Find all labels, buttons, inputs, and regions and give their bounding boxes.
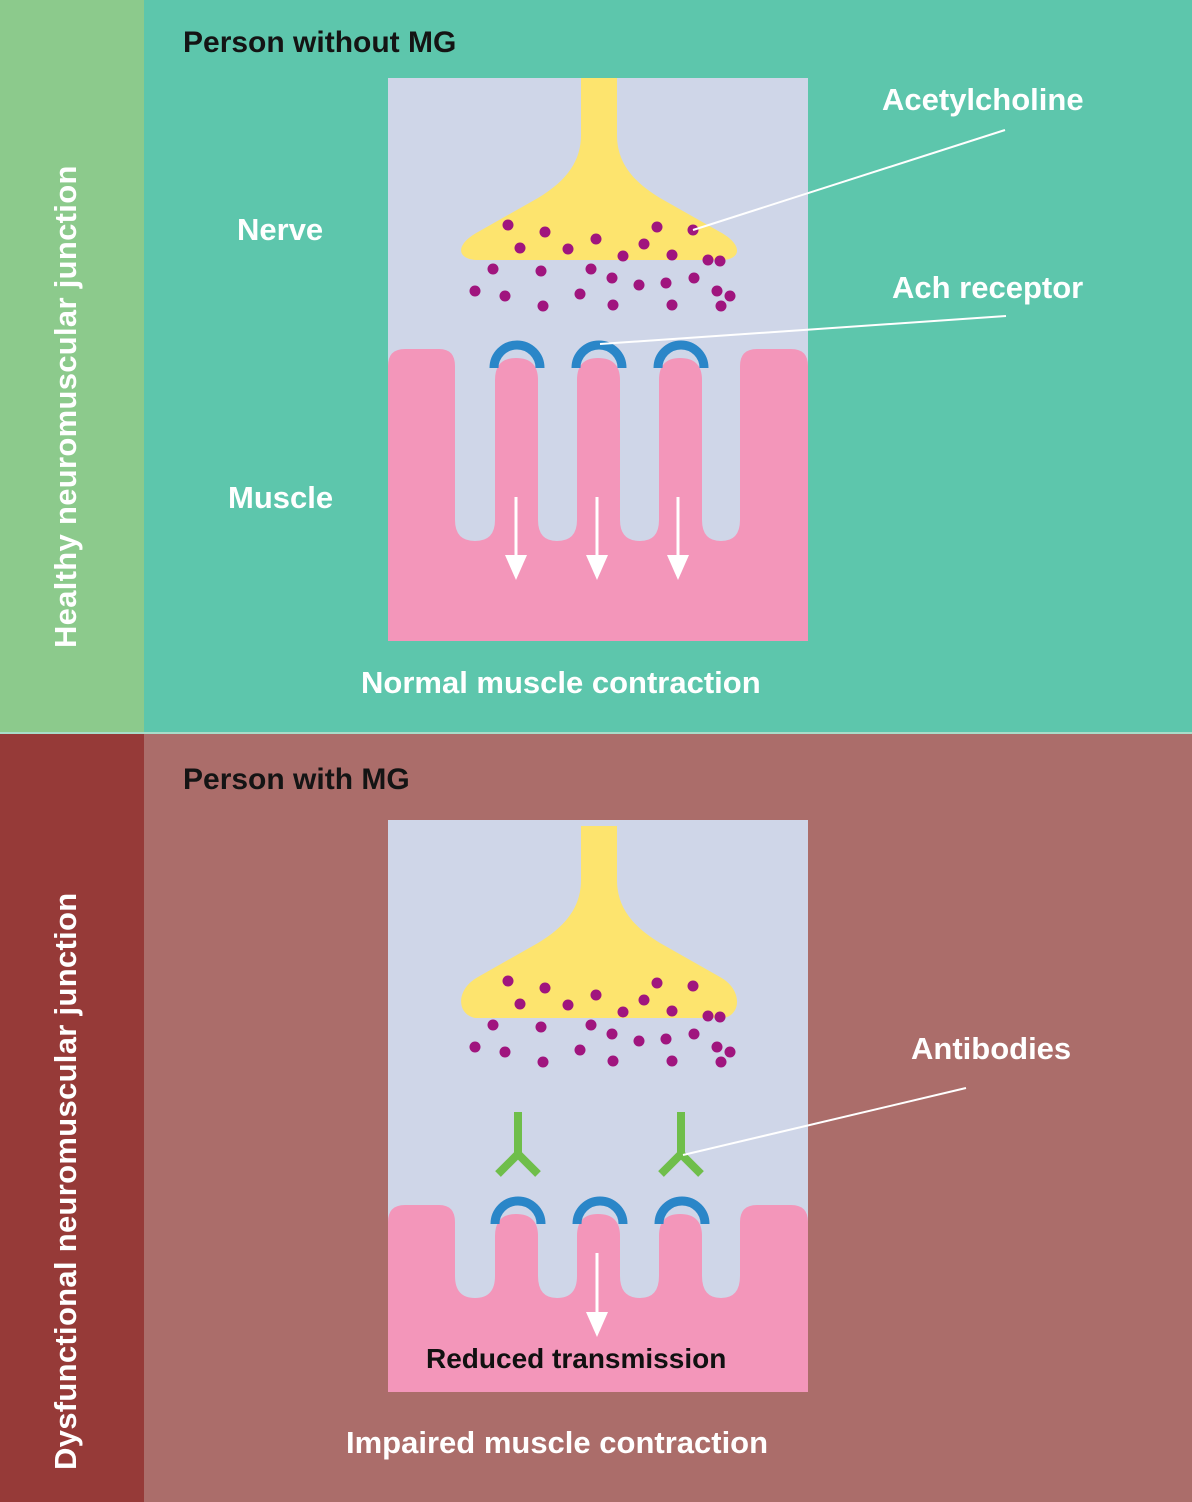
acetylcholine-dot xyxy=(562,243,574,255)
acetylcholine-dot xyxy=(487,263,499,275)
nerve-label: Nerve xyxy=(237,212,324,247)
acetylcholine-dot xyxy=(539,982,551,994)
acetylcholine-dot xyxy=(606,1028,618,1040)
acetylcholine-dot xyxy=(502,975,514,987)
healthy-caption: Normal muscle contraction xyxy=(361,665,761,700)
muscle-tissue xyxy=(388,349,808,641)
reduced-transmission-label: Reduced transmission xyxy=(426,1343,727,1374)
acetylcholine-molecules xyxy=(469,219,736,312)
acetylcholine-dot xyxy=(562,999,574,1011)
acetylcholine-label: Acetylcholine xyxy=(882,82,1084,117)
acetylcholine-dot xyxy=(702,1010,714,1022)
ach-receptor-icon xyxy=(489,340,545,369)
acetylcholine-dot xyxy=(585,1019,597,1031)
acetylcholine-dot xyxy=(590,233,602,245)
down-arrow-icon xyxy=(505,497,527,580)
acetylcholine-dot xyxy=(535,1021,547,1033)
down-arrow-icon xyxy=(667,497,689,580)
acetylcholine-dot xyxy=(660,1033,672,1045)
ach-receptor-leader-line xyxy=(599,315,1007,345)
acetylcholine-dot xyxy=(702,254,714,266)
nerve-terminal xyxy=(461,826,738,1018)
acetylcholine-dot xyxy=(633,279,645,291)
acetylcholine-dot xyxy=(651,977,663,989)
ach-receptor-icon xyxy=(654,1196,710,1225)
healthy-heading: Person without MG xyxy=(183,26,457,59)
acetylcholine-dot xyxy=(638,238,650,250)
acetylcholine-dot xyxy=(607,1055,619,1067)
acetylcholine-dot xyxy=(715,1056,727,1068)
acetylcholine-dot xyxy=(651,221,663,233)
antibodies xyxy=(495,1112,704,1177)
healthy-side-band xyxy=(0,0,144,732)
panel-divider xyxy=(0,732,1192,734)
signal-arrows xyxy=(505,497,689,580)
down-arrow-icon xyxy=(586,497,608,580)
ach-receptor-icon xyxy=(653,340,709,369)
ach-receptor-label: Ach receptor xyxy=(892,270,1084,305)
acetylcholine-dot xyxy=(607,299,619,311)
acetylcholine-dot xyxy=(715,300,727,312)
healthy-synapse xyxy=(388,78,1007,641)
acetylcholine-dot xyxy=(537,1056,549,1068)
dysfunctional-side-band xyxy=(0,734,144,1502)
acetylcholine-dot xyxy=(606,272,618,284)
acetylcholine-dot xyxy=(688,1028,700,1040)
acetylcholine-dot xyxy=(499,1046,511,1058)
acetylcholine-dot xyxy=(714,1011,726,1023)
down-arrow-icon xyxy=(586,1253,608,1337)
acetylcholine-dot xyxy=(574,288,586,300)
acetylcholine-dot xyxy=(666,299,678,311)
ach-receptor-icon xyxy=(571,340,627,369)
ach-receptors xyxy=(490,1196,710,1225)
acetylcholine-dot xyxy=(633,1035,645,1047)
acetylcholine-dot xyxy=(487,1019,499,1031)
acetylcholine-dot xyxy=(666,1055,678,1067)
antibodies-leader-line xyxy=(682,1087,967,1156)
acetylcholine-dot xyxy=(585,263,597,275)
ach-receptors xyxy=(489,340,709,369)
acetylcholine-dot xyxy=(687,980,699,992)
acetylcholine-dot xyxy=(617,1006,629,1018)
muscle-label: Muscle xyxy=(228,480,334,515)
acetylcholine-dot xyxy=(617,250,629,262)
acetylcholine-dot xyxy=(711,285,723,297)
ach-receptor-icon xyxy=(572,1196,628,1225)
acetylcholine-dot xyxy=(638,994,650,1006)
dysfunctional-heading: Person with MG xyxy=(183,763,410,796)
dysfunctional-caption: Impaired muscle contraction xyxy=(346,1425,769,1460)
nerve-terminal xyxy=(461,78,738,260)
acetylcholine-dot xyxy=(574,1044,586,1056)
acetylcholine-dot xyxy=(514,242,526,254)
acetylcholine-dot xyxy=(469,285,481,297)
acetylcholine-dot xyxy=(724,1046,736,1058)
acetylcholine-dot xyxy=(688,272,700,284)
acetylcholine-molecules xyxy=(469,975,736,1068)
acetylcholine-dot xyxy=(502,219,514,231)
antibodies-label: Antibodies xyxy=(911,1031,1072,1066)
acetylcholine-dot xyxy=(666,1005,678,1017)
acetylcholine-leader-line xyxy=(692,129,1006,231)
acetylcholine-dot xyxy=(590,989,602,1001)
antibody-icon xyxy=(495,1112,541,1177)
acetylcholine-dot xyxy=(535,265,547,277)
acetylcholine-dot xyxy=(660,277,672,289)
acetylcholine-dot xyxy=(537,300,549,312)
acetylcholine-dot xyxy=(514,998,526,1010)
antibody-icon xyxy=(658,1112,704,1177)
acetylcholine-dot xyxy=(499,290,511,302)
ach-receptor-icon xyxy=(490,1196,546,1225)
acetylcholine-dot xyxy=(469,1041,481,1053)
dysfunctional-synapse xyxy=(388,820,967,1392)
acetylcholine-dot xyxy=(714,255,726,267)
acetylcholine-dot xyxy=(539,226,551,238)
acetylcholine-dot xyxy=(724,290,736,302)
acetylcholine-dot xyxy=(666,249,678,261)
acetylcholine-dot xyxy=(711,1041,723,1053)
